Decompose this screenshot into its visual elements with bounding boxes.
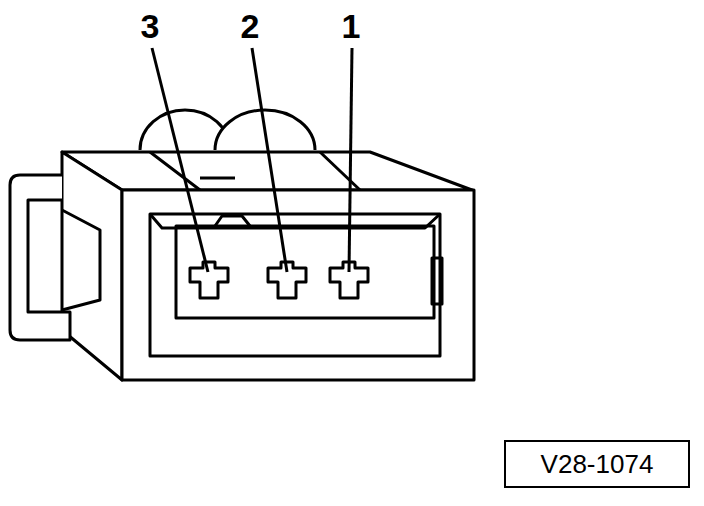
figure-number-box: V28-1074	[504, 440, 690, 488]
figure-number: V28-1074	[541, 451, 654, 477]
callout-number: 2	[241, 9, 260, 43]
callout-number: 3	[141, 9, 160, 43]
callout-number: 1	[342, 9, 361, 43]
